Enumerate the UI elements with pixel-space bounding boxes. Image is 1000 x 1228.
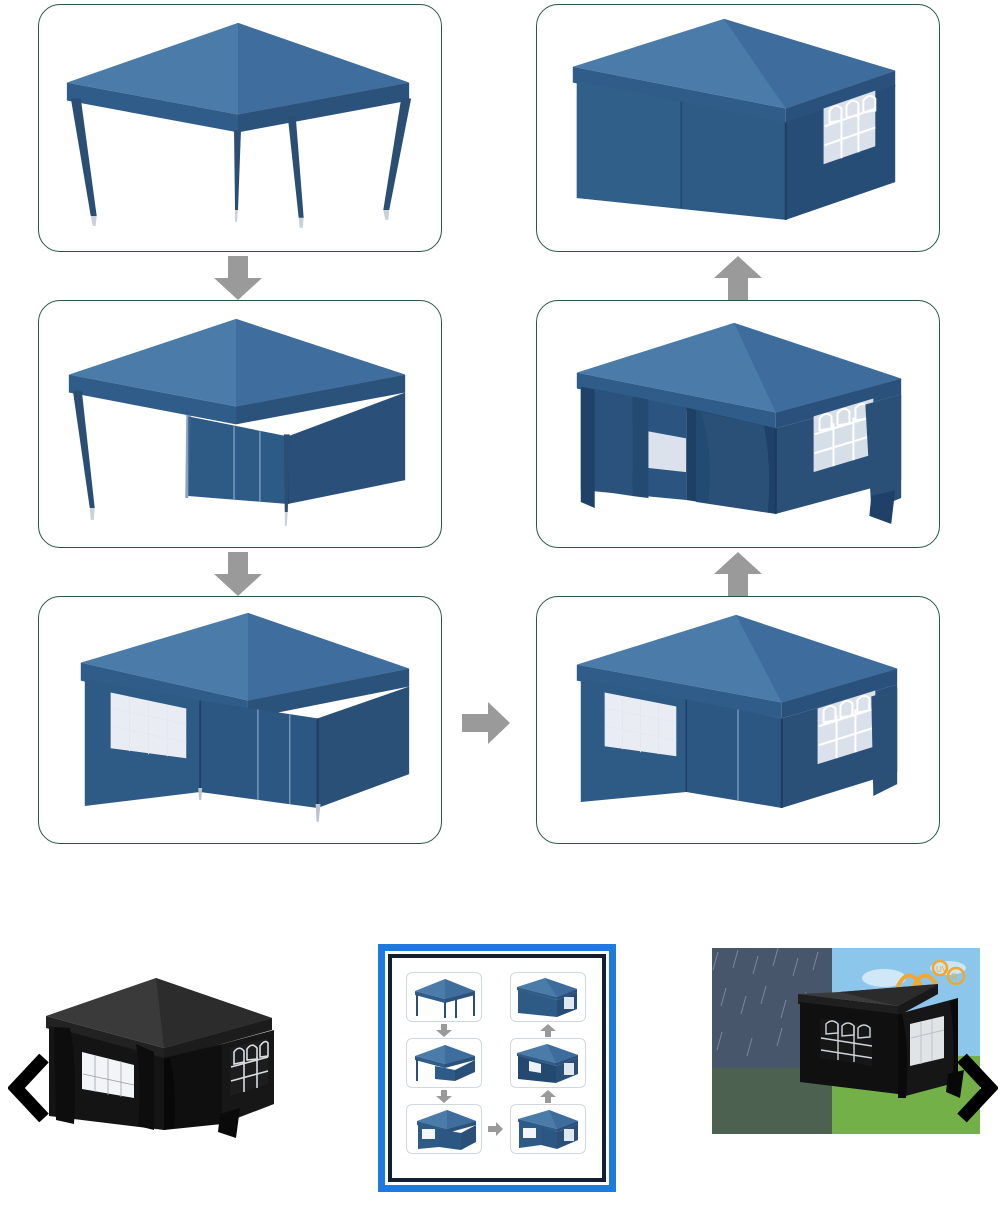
svg-text:R: R	[951, 972, 958, 982]
mini-gazebo-6	[517, 978, 577, 1017]
arrow-up-icon	[714, 552, 762, 596]
gazebo-illustration-step-3	[80, 612, 410, 822]
arrow-down-icon	[214, 552, 262, 596]
thumbnail-item-2-selected[interactable]: Assembly instruction diagram	[378, 944, 616, 1192]
instruction-grid: Gazebo frame with canopy only, no side w…	[38, 4, 940, 844]
mini-step-2	[406, 1038, 482, 1088]
step-panel-3[interactable]: Two side walls attached, one with window	[38, 596, 442, 844]
thumbnail-item-1[interactable]: Black gazebo with side walls, front view	[24, 948, 292, 1158]
mini-gazebo-2	[415, 1045, 475, 1081]
gazebo-window	[813, 398, 874, 473]
gazebo-window	[817, 690, 876, 765]
thumbnail-selected-frame	[388, 954, 606, 1182]
mini-step-5	[510, 1038, 586, 1088]
step-panel-2[interactable]: One side wall attached to the canopy	[38, 300, 442, 548]
mini-step-6	[510, 972, 586, 1022]
carousel-next-chevron-icon[interactable]	[952, 1052, 998, 1124]
gazebo-illustration-step-2	[68, 318, 406, 526]
uv-protection-icon: UV R	[896, 959, 966, 988]
mini-gazebo-5	[517, 1044, 578, 1083]
mini-arrow-up-icon	[540, 1090, 556, 1103]
mini-arrow-down-icon	[436, 1024, 452, 1037]
mini-arrow-right-icon	[488, 1122, 503, 1136]
mini-gazebo-1	[415, 979, 475, 1018]
gazebo-illustration-step-1	[66, 22, 412, 228]
gazebo-illustration-step-5	[576, 322, 902, 524]
gazebo-illustration-step-4	[576, 614, 898, 808]
mini-step-4	[510, 1104, 586, 1154]
mini-instruction-grid	[392, 958, 602, 1178]
arrow-up-icon	[714, 256, 762, 300]
step-panel-4[interactable]: Three side walls attached, with window p…	[536, 596, 940, 844]
arrow-down-icon	[214, 256, 262, 300]
svg-text:UV: UV	[936, 965, 948, 974]
mini-arrow-down-icon	[436, 1090, 452, 1103]
step-panel-5[interactable]: Four side walls attached, door panel ope…	[536, 300, 940, 548]
mini-arrow-up-icon	[540, 1024, 556, 1037]
carousel-prev-chevron-icon[interactable]	[8, 1052, 54, 1124]
mini-gazebo-3	[417, 1110, 476, 1150]
step-panel-1[interactable]: Gazebo frame with canopy only, no side w…	[38, 4, 442, 252]
step-panel-6[interactable]: All four side walls closed and zipped	[536, 4, 940, 252]
arrow-right-icon	[462, 702, 510, 744]
gazebo-illustration-step-6	[572, 18, 896, 220]
mini-step-1	[406, 972, 482, 1022]
weatherproof-gazebo-image: UV R	[712, 948, 980, 1134]
thumbnail-item-3[interactable]: UV R	[712, 948, 980, 1134]
gazebo-window	[823, 90, 877, 165]
mini-gazebo-4	[518, 1110, 578, 1149]
black-gazebo-image	[24, 948, 292, 1158]
thumbnail-carousel: Black gazebo with side walls, front view	[0, 930, 1000, 1220]
mini-step-3	[406, 1104, 482, 1154]
